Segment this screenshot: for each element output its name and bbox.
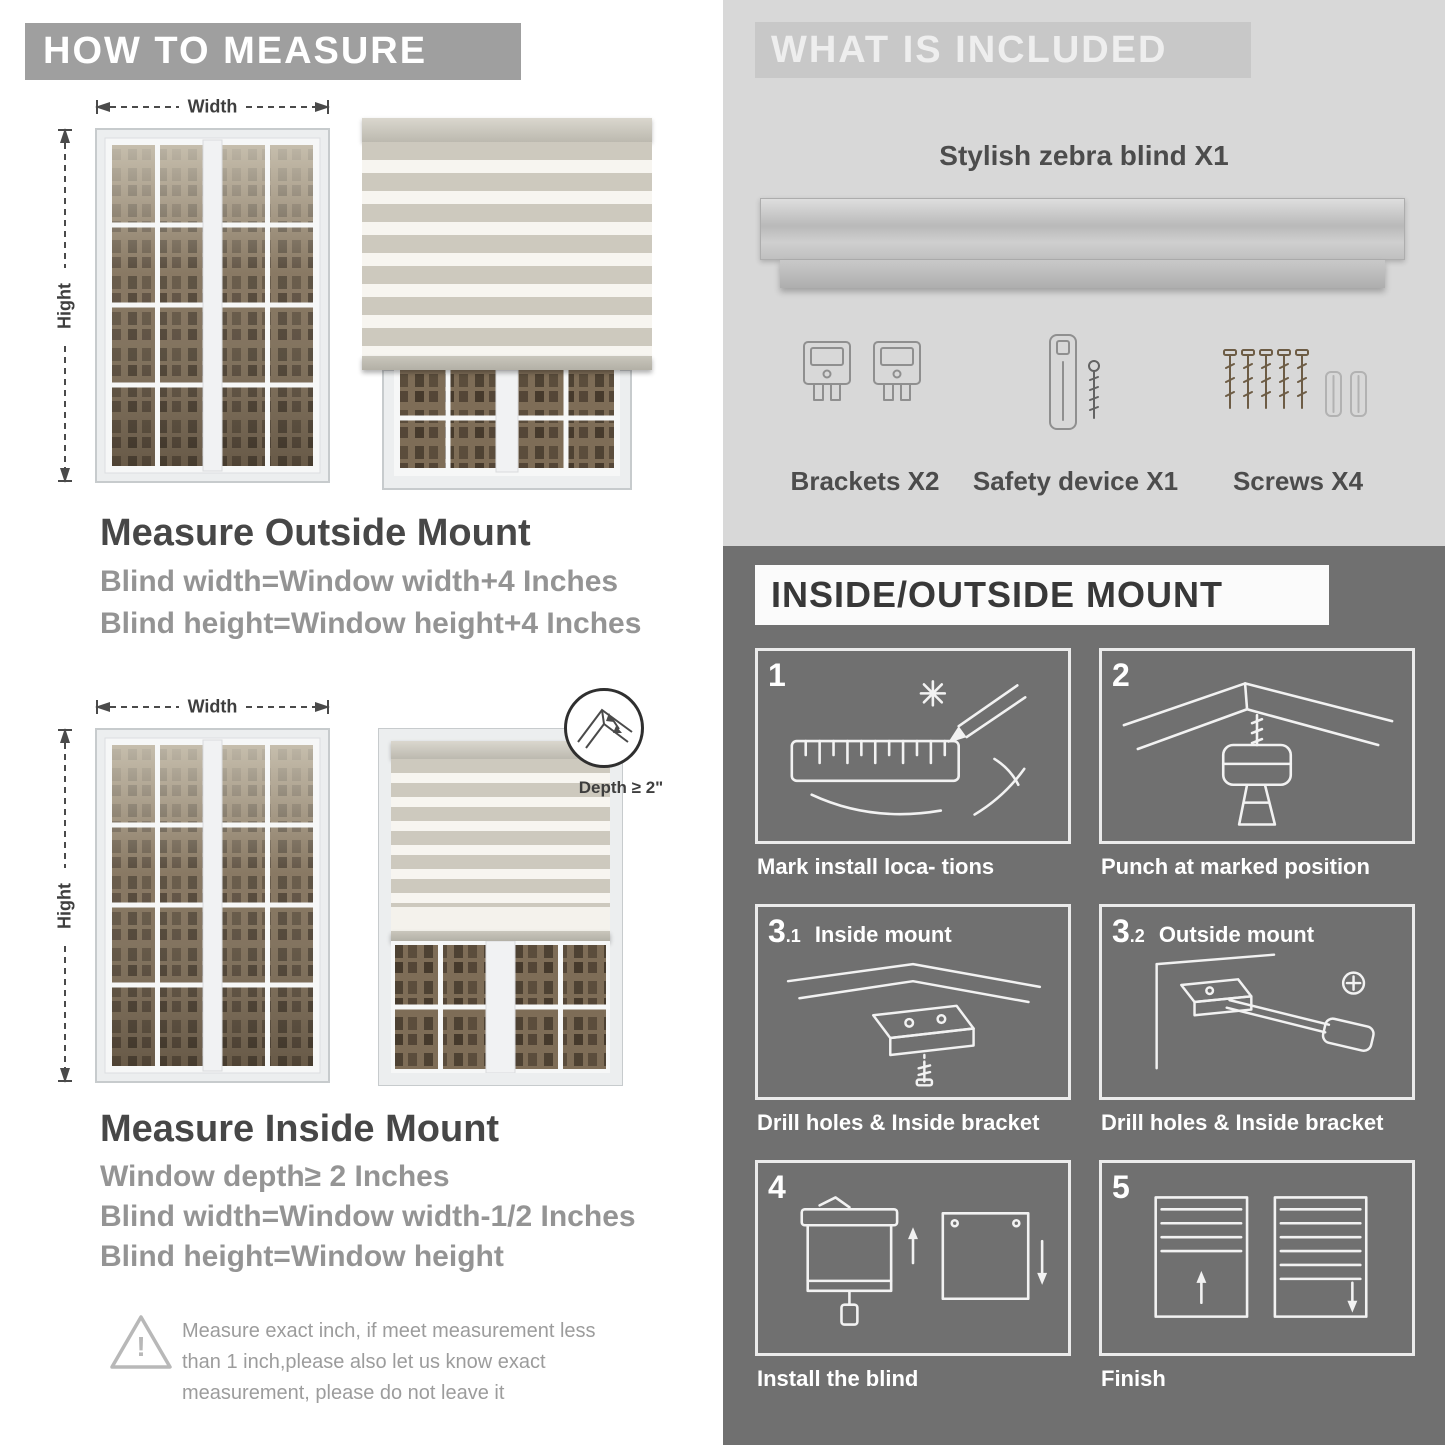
step-number: 3.1 Inside mount <box>768 913 952 949</box>
step-5-caption: Finish <box>1101 1366 1166 1391</box>
blind-cassette <box>362 118 652 142</box>
width-arrow-outside: Width <box>95 97 330 117</box>
step-2-caption: Punch at marked position <box>1101 854 1370 879</box>
inside-mount-formula-width: Blind width=Window width-1/2 Inches <box>100 1200 636 1233</box>
step-3-2-box: 3.2 Outside mount <box>1099 904 1415 1100</box>
width-label: Width <box>187 696 238 717</box>
step-1-caption: Mark install loca- tions <box>757 854 995 879</box>
zebra-blind-illustration-inside <box>378 728 623 1086</box>
width-arrow-inside: Width <box>95 697 330 717</box>
exclamation-mark: ! <box>136 1330 146 1362</box>
height-arrow-icon <box>58 728 72 1083</box>
step-1-illustration <box>790 680 1027 816</box>
depth-label: Depth ≥ 2" <box>578 778 664 797</box>
warning-icon: ! <box>108 1312 174 1372</box>
step-4: 4 Install the bli <box>755 1160 1071 1392</box>
step-4-caption: Install the blind <box>757 1366 919 1391</box>
step-number: 1 <box>768 657 786 693</box>
what-is-included-header: WHAT IS INCLUDED <box>755 22 1251 78</box>
height-label: Hight <box>54 282 75 329</box>
window-panes-below-blind <box>391 941 610 1073</box>
step-4-box: 4 <box>755 1160 1071 1356</box>
height-label: Hight <box>54 882 75 929</box>
step-3-1-title: Inside mount <box>814 922 952 947</box>
blind-open-area <box>391 907 610 931</box>
zebra-blind-illustration-outside <box>362 118 652 490</box>
warning-triangle-icon <box>110 1315 172 1369</box>
step-3-1-illustration <box>786 962 1042 1087</box>
step-3-2-caption: Drill holes & Inside bracket <box>1101 1110 1384 1135</box>
installation-steps: 1 Mark install lo <box>755 648 1415 1392</box>
step-3-1: 3.1 Inside mount Drill holes & Inside br… <box>755 904 1071 1136</box>
blind-bottom-rail <box>391 931 610 941</box>
step-5-box: 5 <box>1099 1160 1415 1356</box>
step-5: 5 <box>1099 1160 1415 1392</box>
bracket-icon <box>803 341 851 401</box>
safety-device-icon <box>1049 334 1100 430</box>
product-title: Stylish zebra blind X1 <box>939 140 1229 171</box>
depth-callout-circle <box>564 688 644 768</box>
bracket-icon <box>873 341 921 401</box>
inside-mount-title: Measure Inside Mount <box>100 1108 500 1150</box>
outside-mount-formula-height: Blind height=Window height+4 Inches <box>100 607 642 640</box>
measurement-warning-text: Measure exact inch, if meet measurement … <box>182 1320 596 1404</box>
blind-stripes <box>362 142 652 356</box>
safety-device-label: Safety device X1 <box>972 466 1179 496</box>
brackets-label: Brackets X2 <box>790 466 940 496</box>
inside-mount-formula-height: Blind height=Window height <box>100 1240 504 1273</box>
blind-bottom-rail <box>362 356 652 370</box>
window-corner-detail-icon <box>577 708 633 749</box>
step-4-illustration <box>800 1196 1048 1326</box>
step-3-2: 3.2 Outside mount Drill holes & Inside b… <box>1099 904 1415 1136</box>
screws-label: Screws X4 <box>1232 466 1364 496</box>
step-number: 5 <box>1112 1169 1130 1205</box>
window-behind-blind <box>382 370 632 490</box>
zebra-blind-fascia-image <box>780 260 1385 288</box>
step-number: 2 <box>1112 657 1130 693</box>
step-5-illustration <box>1154 1196 1368 1318</box>
width-arrow-icon <box>95 100 330 114</box>
zebra-blind-cassette-image <box>760 198 1405 260</box>
how-to-measure-header: HOW TO MEASURE <box>25 23 521 80</box>
step-number: 3.2 Outside mount <box>1112 913 1315 949</box>
inside-mount-depth-rule: Window depth≥ 2 Inches <box>100 1160 450 1193</box>
zebra-blind <box>362 118 652 370</box>
step-3-1-caption: Drill holes & Inside bracket <box>757 1110 1040 1135</box>
height-arrow-icon <box>58 128 72 483</box>
window-illustration-outside <box>95 128 330 483</box>
step-2: 2 Punch at marked position <box>1099 648 1415 880</box>
screws-icon <box>1223 349 1367 417</box>
step-number: 4 <box>768 1169 786 1205</box>
blind-cassette <box>391 741 610 759</box>
step-2-illustration <box>1122 682 1394 826</box>
step-1-box: 1 <box>755 648 1071 844</box>
blind-stripes <box>391 759 610 907</box>
outside-mount-formula-width: Blind width=Window width+4 Inches <box>100 565 619 598</box>
width-arrow-icon <box>95 700 330 714</box>
window-illustration-inside <box>95 728 330 1083</box>
outside-mount-title: Measure Outside Mount <box>100 512 531 554</box>
inside-outside-mount-header: INSIDE/OUTSIDE MOUNT <box>755 565 1329 625</box>
width-label: Width <box>187 96 238 117</box>
step-1: 1 Mark install lo <box>755 648 1071 880</box>
height-arrow-inside: Hight <box>55 728 75 1083</box>
step-3-1-box: 3.1 Inside mount <box>755 904 1071 1100</box>
mount-panel <box>723 546 1445 1445</box>
height-arrow-outside: Hight <box>55 128 75 483</box>
step-3-2-illustration <box>1155 953 1375 1070</box>
step-2-box: 2 <box>1099 648 1415 844</box>
step-3-2-title: Outside mount <box>1158 922 1315 947</box>
